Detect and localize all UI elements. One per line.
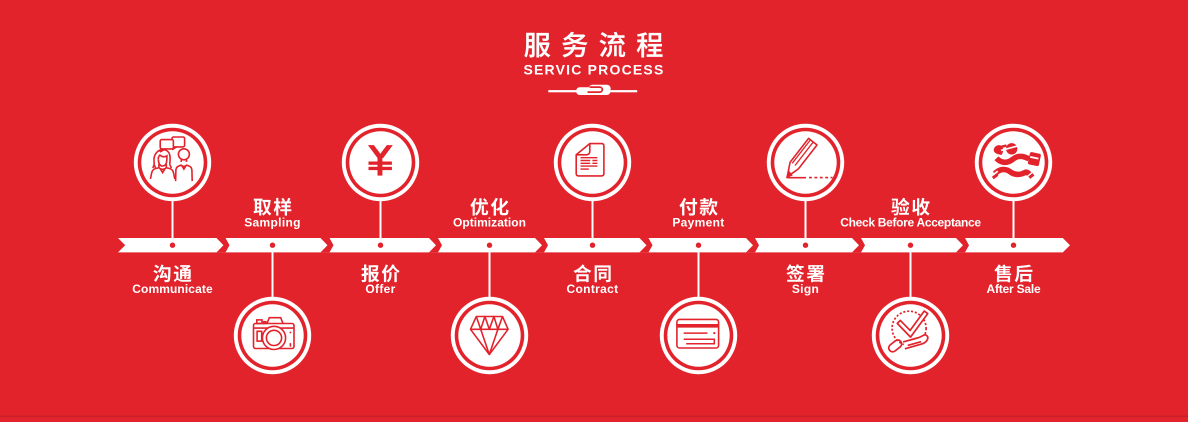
svg-text:Check Before Acceptance: Check Before Acceptance — [840, 216, 981, 230]
svg-text:Communicate: Communicate — [132, 282, 213, 296]
svg-text:Sign: Sign — [792, 282, 819, 296]
svg-text:After Sale: After Sale — [986, 282, 1041, 296]
svg-text:Optimization: Optimization — [453, 216, 526, 230]
svg-text:Contract: Contract — [567, 282, 619, 296]
svg-text:Sampling: Sampling — [244, 216, 301, 230]
svg-text:Payment: Payment — [672, 216, 724, 230]
svg-text:Offer: Offer — [365, 282, 395, 296]
svg-text:SERVIC PROCESS: SERVIC PROCESS — [523, 62, 664, 78]
